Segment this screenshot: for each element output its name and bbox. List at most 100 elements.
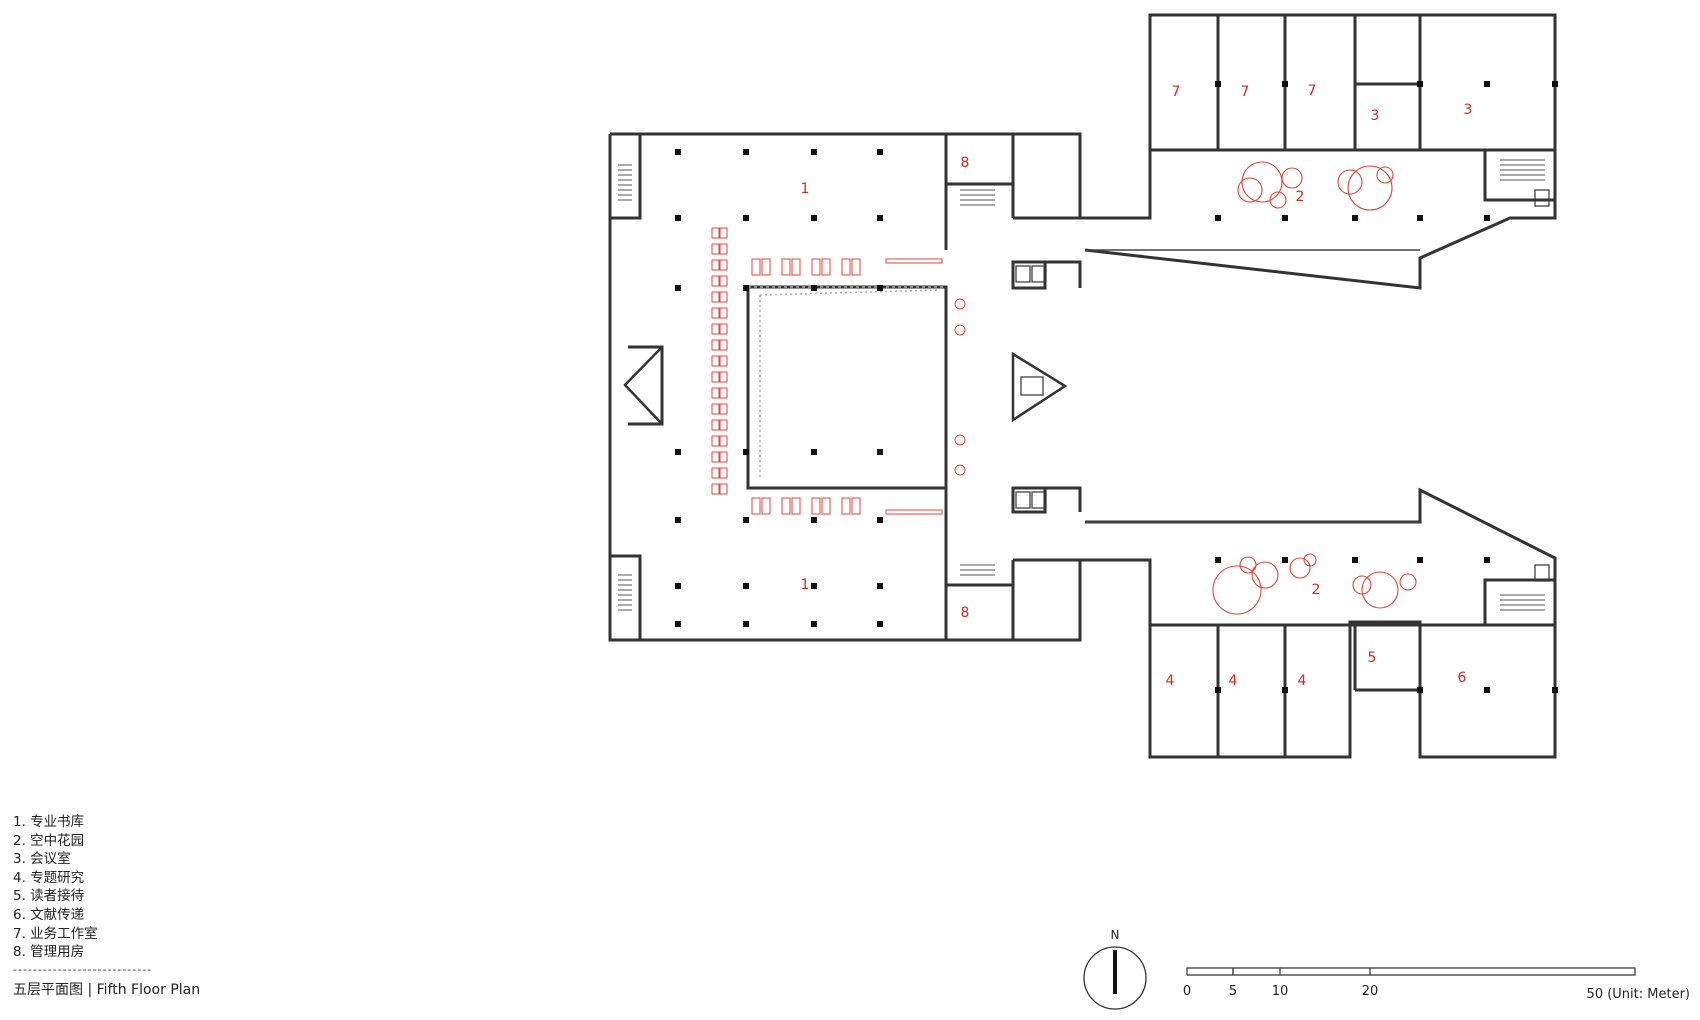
desk [711, 307, 720, 319]
north-arrow: N [1083, 928, 1147, 1010]
column [675, 583, 681, 589]
structural-columns [675, 81, 1558, 693]
room-label-4b: 4 [1229, 673, 1238, 689]
legend-item: 6. 文献传递 [13, 906, 85, 923]
desk [711, 323, 720, 335]
column [1352, 557, 1358, 563]
room-label-2-south: 2 [1312, 582, 1321, 598]
column [743, 215, 749, 221]
desk [719, 339, 728, 351]
column [1552, 81, 1558, 87]
desk [719, 243, 728, 255]
room-label-8-north: 8 [961, 155, 970, 171]
room-label-3b: 3 [1464, 102, 1473, 118]
desk [711, 243, 720, 255]
room-labels: 1 1 8 8 7 7 7 3 3 2 2 4 4 4 5 6 [801, 83, 1473, 689]
room-label-5: 5 [1368, 650, 1377, 666]
column [1282, 687, 1288, 693]
desk [821, 497, 831, 515]
column [743, 285, 749, 291]
void-outline [748, 249, 1420, 523]
column [1352, 215, 1358, 221]
column [675, 517, 681, 523]
legend-item: 2. 空中花园 [13, 832, 85, 849]
desk [719, 291, 728, 303]
desk [761, 258, 771, 276]
column [1484, 557, 1490, 563]
column [1417, 81, 1423, 87]
desk [841, 497, 851, 515]
sky-garden-trees [1212, 161, 1417, 615]
column [1282, 557, 1288, 563]
column [743, 449, 749, 455]
scale-tick-0: 0 [1183, 984, 1191, 999]
desk [791, 497, 801, 515]
column [743, 149, 749, 155]
desk [711, 387, 720, 399]
column [877, 149, 883, 155]
column [1282, 215, 1288, 221]
desk [719, 403, 728, 415]
desk [719, 467, 728, 479]
legend: 1. 专业书库 2. 空中花园 3. 会议室 4. 专题研究 5. 读者接待 6… [13, 813, 200, 999]
desk [841, 258, 851, 276]
column [811, 149, 817, 155]
desk [719, 259, 728, 271]
column [877, 583, 883, 589]
desk [719, 387, 728, 399]
room-label-1-north: 1 [801, 181, 810, 197]
desk [851, 258, 861, 276]
column [1484, 687, 1490, 693]
desk [711, 467, 720, 479]
column [877, 285, 883, 291]
plan-title: 五层平面图 | Fifth Floor Plan [13, 981, 201, 998]
desk [851, 497, 861, 515]
column [1417, 687, 1423, 693]
desk [719, 435, 728, 447]
desk [719, 275, 728, 287]
scale-tick-5: 5 [1229, 984, 1237, 999]
desk [719, 419, 728, 431]
desk [711, 227, 720, 239]
desk [711, 403, 720, 415]
column [743, 583, 749, 589]
column [811, 583, 817, 589]
legend-divider: ---------------------------- [13, 962, 153, 976]
column [1282, 81, 1288, 87]
column [743, 517, 749, 523]
legend-item: 3. 会议室 [13, 851, 71, 868]
room-label-8-south: 8 [961, 605, 970, 621]
room-label-4a: 4 [1166, 673, 1175, 689]
column [811, 215, 817, 221]
desk [719, 451, 728, 463]
column [877, 621, 883, 627]
desk [711, 291, 720, 303]
column [811, 621, 817, 627]
column [675, 621, 681, 627]
lift-boxes [1015, 189, 1550, 582]
desk [711, 275, 720, 287]
scale-tick-20: 20 [1362, 984, 1379, 999]
desk [719, 371, 728, 383]
room-label-1-south: 1 [801, 577, 810, 593]
cafe-tables [954, 298, 966, 476]
column [1215, 215, 1221, 221]
legend-item: 7. 业务工作室 [13, 925, 98, 942]
column [675, 285, 681, 291]
legend-item: 4. 专题研究 [13, 869, 85, 886]
column [675, 215, 681, 221]
room-label-4c: 4 [1298, 673, 1307, 689]
room-label-7b: 7 [1241, 84, 1250, 100]
column [877, 517, 883, 523]
column [1215, 687, 1221, 693]
north-label: N [1111, 928, 1120, 942]
desk [711, 339, 720, 351]
desk [711, 259, 720, 271]
column [675, 449, 681, 455]
column [1484, 81, 1490, 87]
scale-end-label: 50 (Unit: Meter) [1587, 987, 1690, 1002]
scale-bar: 0 5 10 20 50 (Unit: Meter) [1183, 967, 1690, 1002]
room-label-7a: 7 [1172, 84, 1181, 100]
desk [711, 483, 720, 495]
